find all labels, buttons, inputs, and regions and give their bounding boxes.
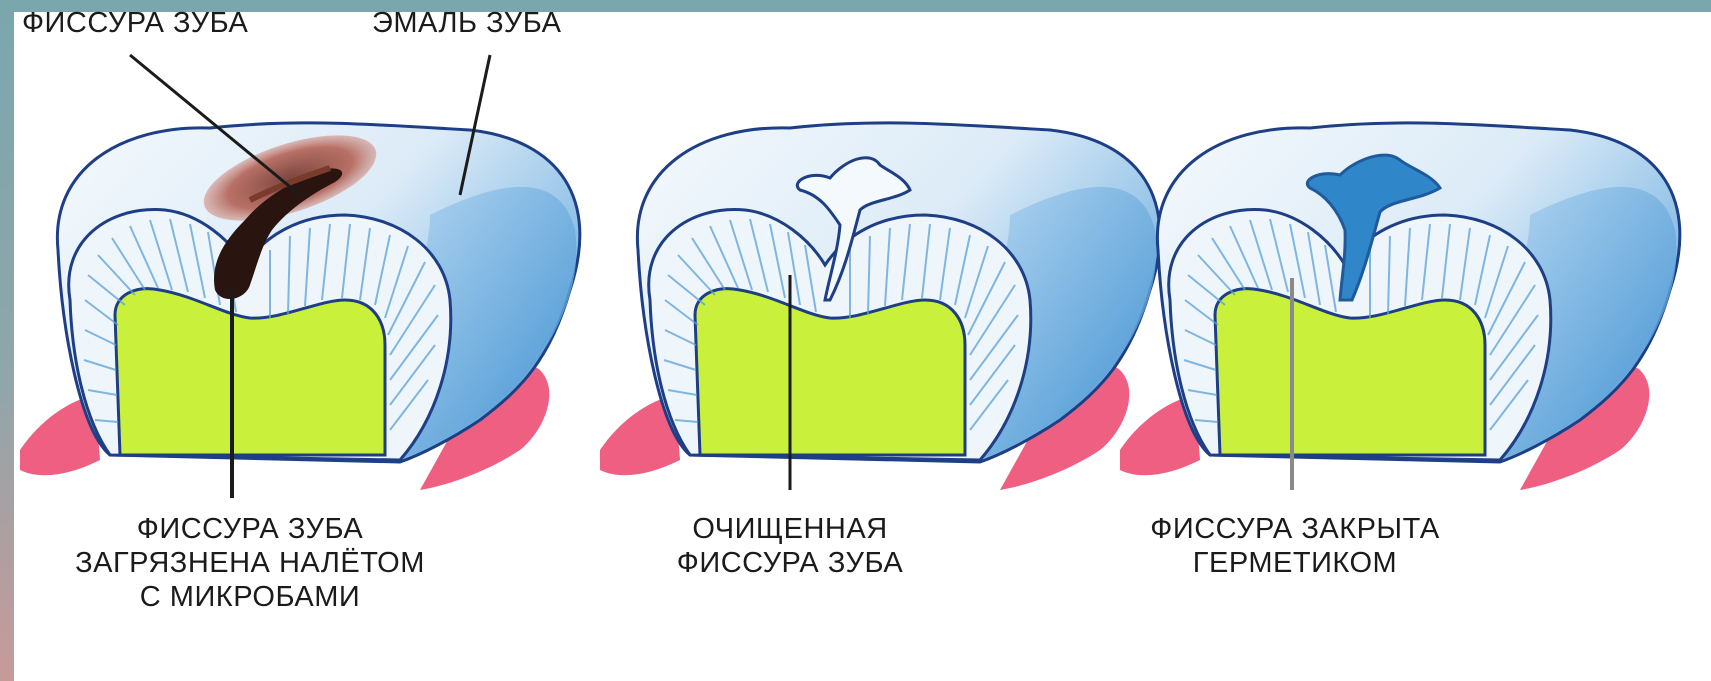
label-sealed-fissure: ФИССУРА ЗАКРЫТА ГЕРМЕТИКОМ — [1100, 512, 1490, 580]
tooth-cleaned-fissure — [600, 123, 1160, 490]
label-dirty-fissure: ФИССУРА ЗУБА ЗАГРЯЗНЕНА НАЛЁТОМ С МИКРОБ… — [20, 512, 480, 614]
tooth-sealed-fissure — [1120, 123, 1680, 490]
tooth-dirty-fissure — [20, 118, 580, 490]
label-enamel: ЭМАЛЬ ЗУБА — [372, 6, 561, 40]
label-fissure-top: ФИССУРА ЗУБА — [22, 6, 248, 40]
label-cleaned-fissure: ОЧИЩЕННАЯ ФИССУРА ЗУБА — [610, 512, 970, 580]
